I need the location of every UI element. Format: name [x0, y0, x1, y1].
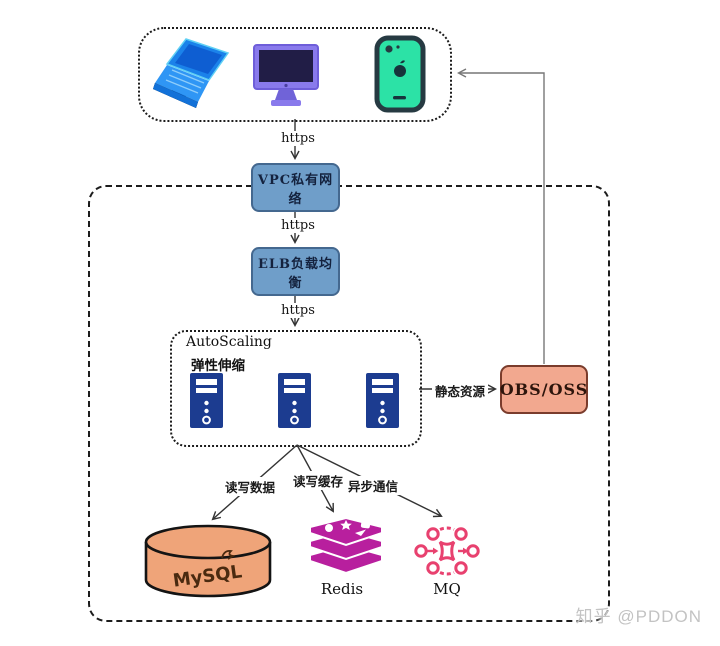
- cloud-vpc-zone: [88, 185, 610, 622]
- watermark: 知乎 @PDDON: [575, 607, 702, 626]
- vpc-node: VPC私有网络: [251, 163, 340, 212]
- edge-label-https-1: https: [273, 131, 323, 146]
- elb-node: ELB负载均衡: [251, 247, 340, 296]
- mysql-database-icon: MySQL: [142, 522, 274, 604]
- server-icon: [190, 373, 223, 428]
- edge-label-rw-cache: 读写缓存: [290, 471, 347, 490]
- edge-label-static-assets: 静态资源: [432, 381, 489, 400]
- redis-label: Redis: [320, 580, 364, 598]
- desktop-monitor-icon: [252, 44, 322, 108]
- edge-label-async-msg: 异步通信: [345, 476, 402, 495]
- edge-label-rw-data: 读写数据: [222, 477, 279, 496]
- smartphone-icon: [374, 35, 426, 113]
- elb-label: ELB负载均衡: [257, 256, 334, 291]
- obs-label: OBS/OSS: [499, 380, 589, 399]
- server-icon: [278, 373, 311, 428]
- vpc-label: VPC私有网络: [257, 172, 334, 207]
- edge-label-https-3: https: [273, 303, 323, 318]
- server-icon: [366, 373, 399, 428]
- autoscaling-subtitle: 弹性伸缩: [191, 358, 245, 374]
- laptop-icon: [152, 38, 234, 112]
- mq-icon: [414, 521, 480, 581]
- edge-label-https-2: https: [273, 218, 323, 233]
- mq-label: MQ: [433, 580, 461, 598]
- autoscaling-title: AutoScaling: [186, 334, 272, 350]
- redis-icon: [306, 516, 386, 579]
- obs-node: OBS/OSS: [500, 365, 588, 414]
